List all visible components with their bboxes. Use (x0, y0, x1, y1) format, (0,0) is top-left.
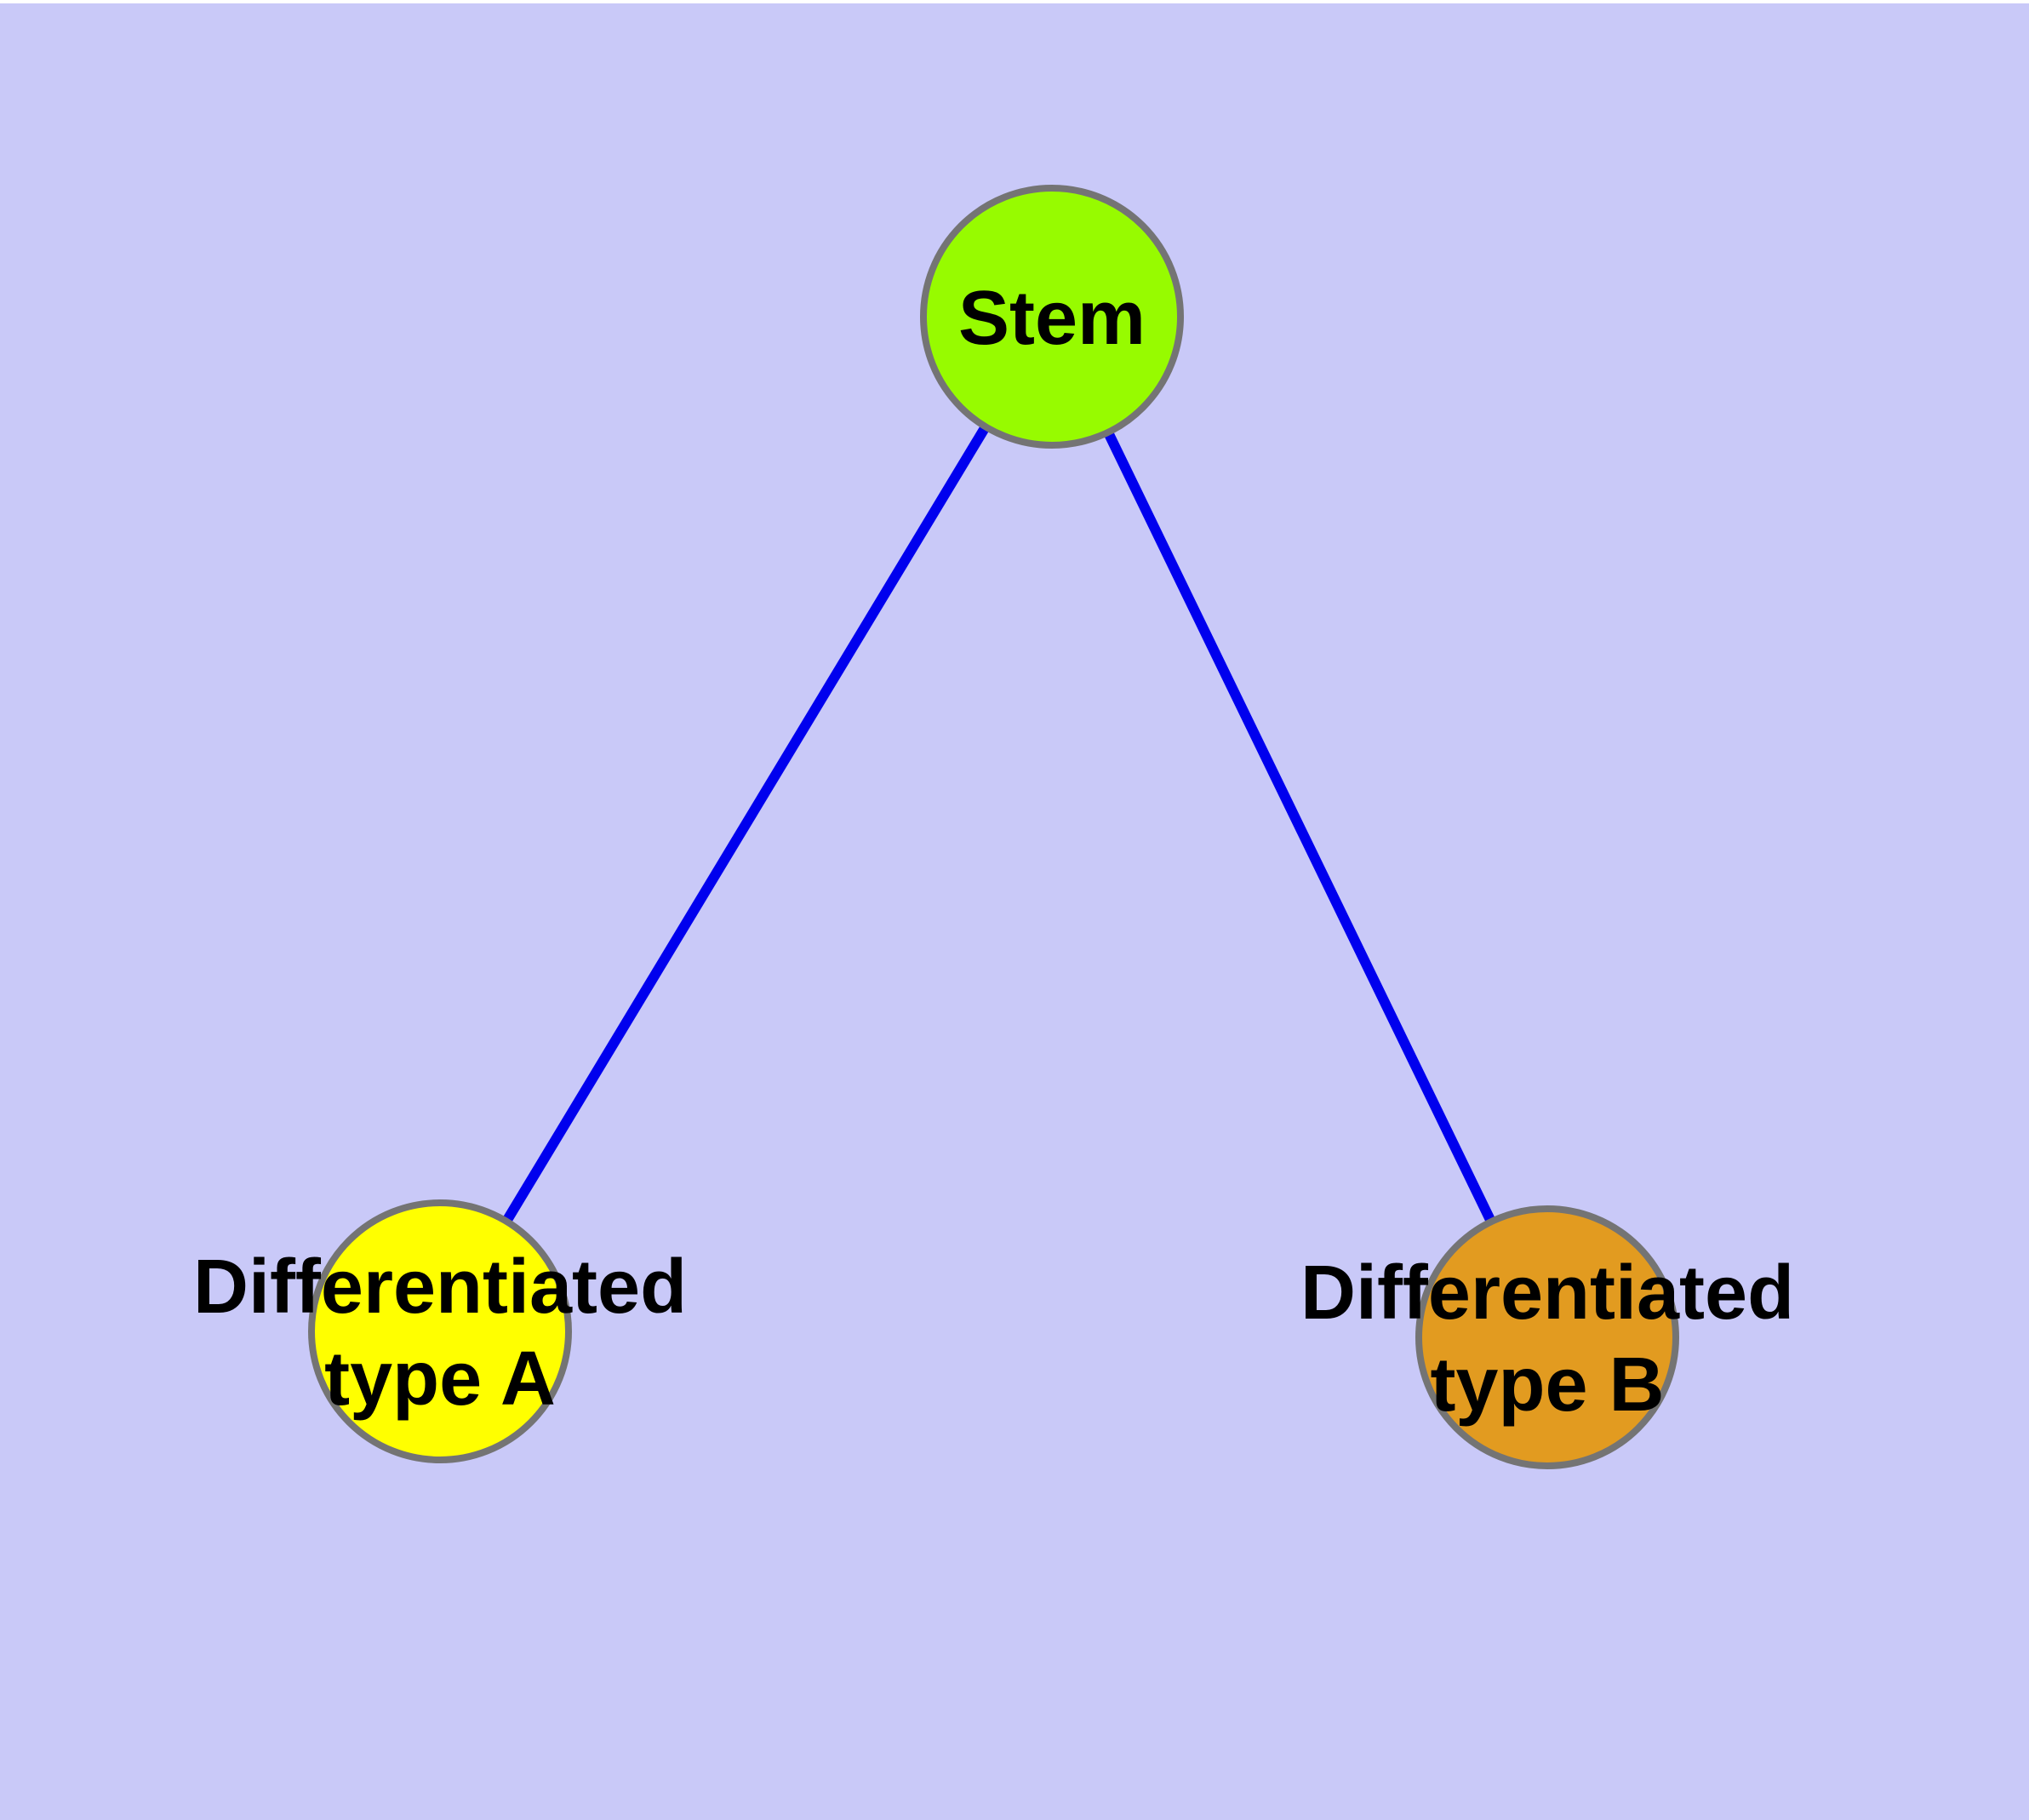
edge-stem-to-type-b (1047, 314, 1552, 1340)
node-type-b-circle (1415, 1205, 1679, 1469)
node-stem-circle (920, 185, 1184, 449)
edge-stem-to-type-a (435, 313, 1057, 1335)
top-margin-strip (0, 0, 2029, 3)
node-type-a-circle (308, 1199, 572, 1463)
